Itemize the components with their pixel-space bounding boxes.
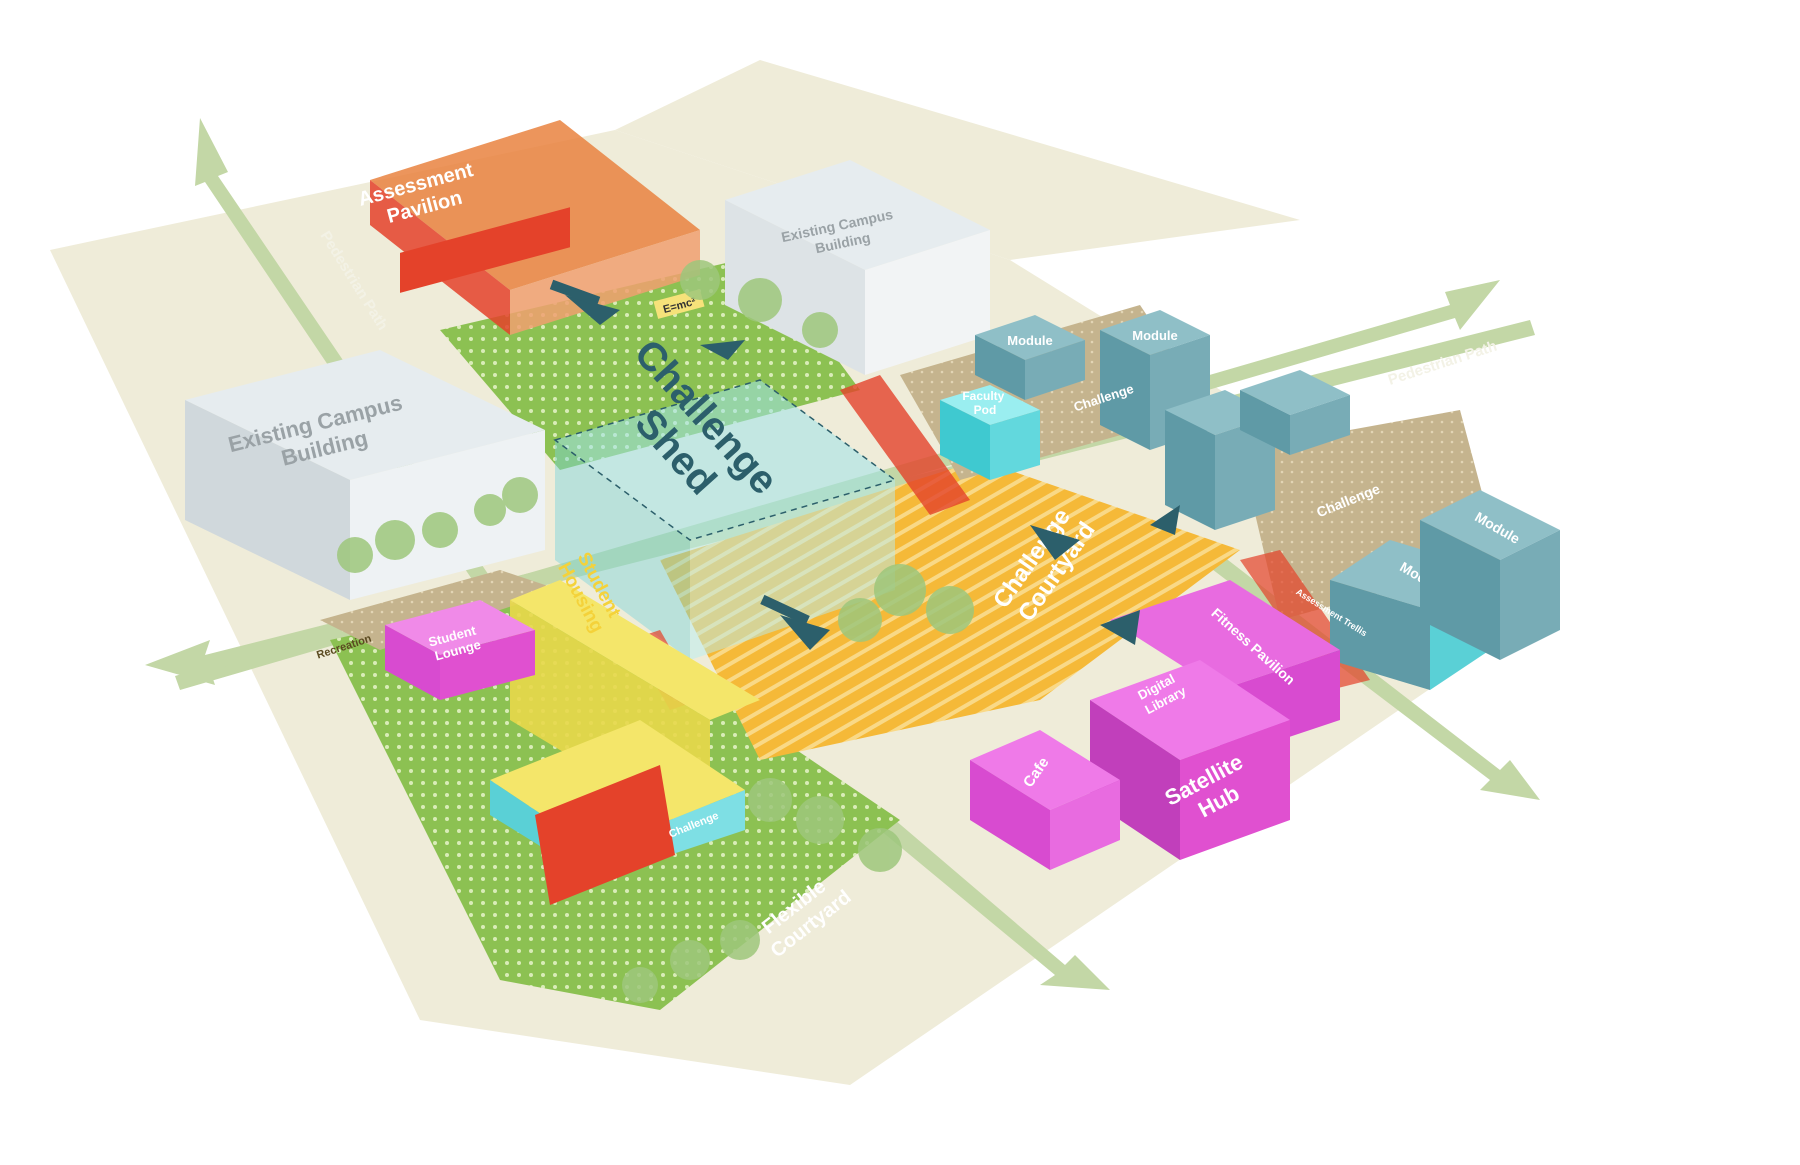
right-module-cluster: Challenge Module Module (1165, 370, 1560, 690)
faculty-pod-label-1: Faculty (962, 389, 1004, 403)
flow-arrow-6 (1150, 505, 1180, 535)
svg-text:Faculty Pod: Faculty Pod (962, 389, 1007, 417)
flow-arrow-2 (700, 340, 745, 360)
faculty-pod-label-2: Pod (974, 403, 997, 417)
module-1-label: Module (1007, 333, 1053, 348)
flow-arrow-5 (1100, 610, 1140, 645)
assessment-pavilion: Assessment Pavilion (356, 120, 700, 335)
student-housing-complex: Student Housing Student Lounge Recreatio… (315, 549, 760, 905)
flow-arrow-3 (780, 615, 830, 650)
trees (337, 260, 974, 1003)
flow-arrows (549, 279, 1180, 650)
recreation-ground (320, 570, 560, 650)
flow-arrow-1 (565, 295, 620, 325)
flow-arrow-4 (1030, 525, 1080, 560)
path-arrow-s (880, 820, 1110, 990)
upper-module-cluster: Module Module Faculty Pod Challenge (940, 310, 1210, 480)
challenge-shed: Challenge Shed (553, 331, 897, 660)
module-2-label: Module (1132, 328, 1178, 343)
existing-campus-building-top: Existing Campus Building (725, 160, 990, 375)
